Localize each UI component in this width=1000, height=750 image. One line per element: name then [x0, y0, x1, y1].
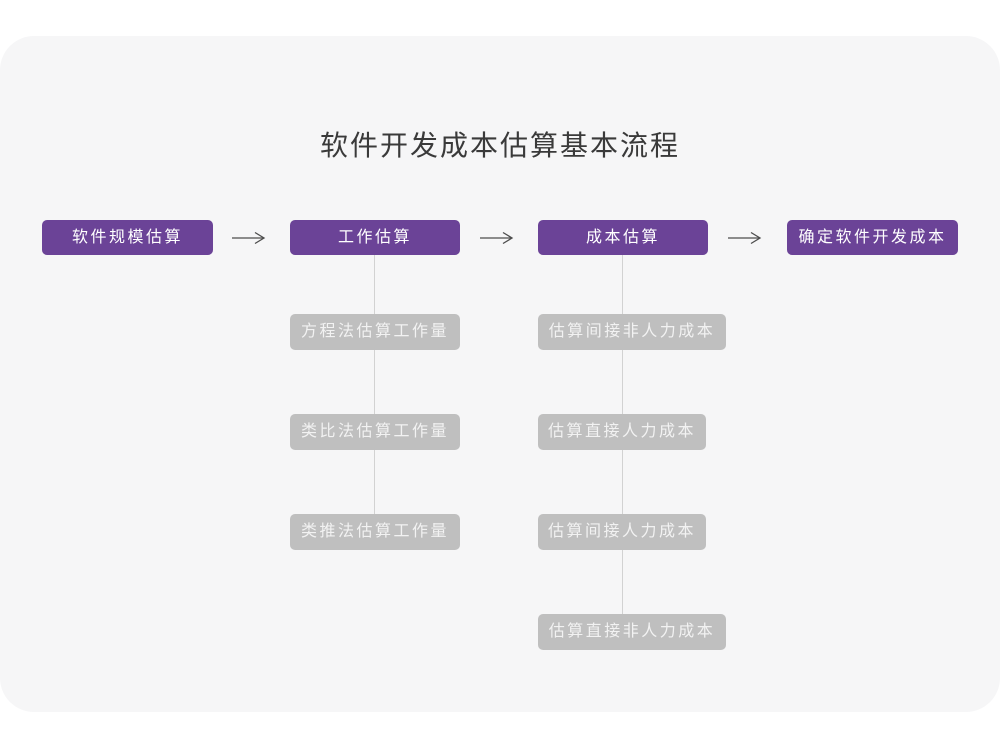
substep-direct-labor-cost: 估算直接人力成本: [538, 414, 706, 450]
connector-line-work-estimation: [374, 255, 375, 516]
substep-direct-nonlabor-cost: 估算直接非人力成本: [538, 614, 726, 650]
stage-work-estimation: 工作估算: [290, 220, 460, 255]
diagram-card: 软件开发成本估算基本流程 软件规模估算 工作估算 成本估算 确定软件开发成本 方…: [0, 36, 1000, 712]
flow-arrow-icon: [728, 231, 762, 245]
substep-indirect-nonlabor-cost: 估算间接非人力成本: [538, 314, 726, 350]
flow-arrow-icon: [480, 231, 514, 245]
diagram-title: 软件开发成本估算基本流程: [319, 130, 680, 161]
substep-indirect-labor-cost: 估算间接人力成本: [538, 514, 706, 550]
stage-cost-estimation: 成本估算: [538, 220, 708, 255]
stage-software-scale-estimation: 软件规模估算: [42, 220, 213, 255]
substep-equation-method: 方程法估算工作量: [290, 314, 460, 350]
flow-arrow-icon: [232, 231, 266, 245]
substep-analogy-method: 类比法估算工作量: [290, 414, 460, 450]
substep-extrapolation-method: 类推法估算工作量: [290, 514, 460, 550]
stage-determine-development-cost: 确定软件开发成本: [787, 220, 958, 255]
